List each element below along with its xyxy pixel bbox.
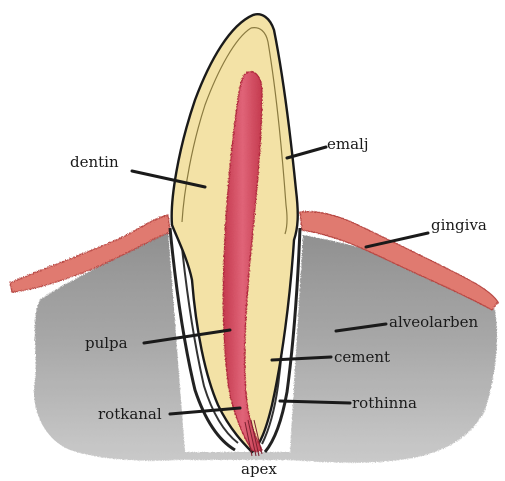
- label-dentin: dentin: [70, 155, 119, 170]
- label-rotkanal: rotkanal: [98, 407, 162, 422]
- label-cement: cement: [334, 350, 390, 365]
- label-gingiva: gingiva: [431, 218, 487, 233]
- label-emalj: emalj: [327, 137, 369, 152]
- leader-rothinna: [280, 401, 350, 403]
- label-alveolarben: alveolarben: [389, 315, 478, 330]
- label-pulpa: pulpa: [85, 336, 128, 351]
- label-rothinna: rothinna: [352, 396, 417, 411]
- label-apex: apex: [241, 462, 277, 477]
